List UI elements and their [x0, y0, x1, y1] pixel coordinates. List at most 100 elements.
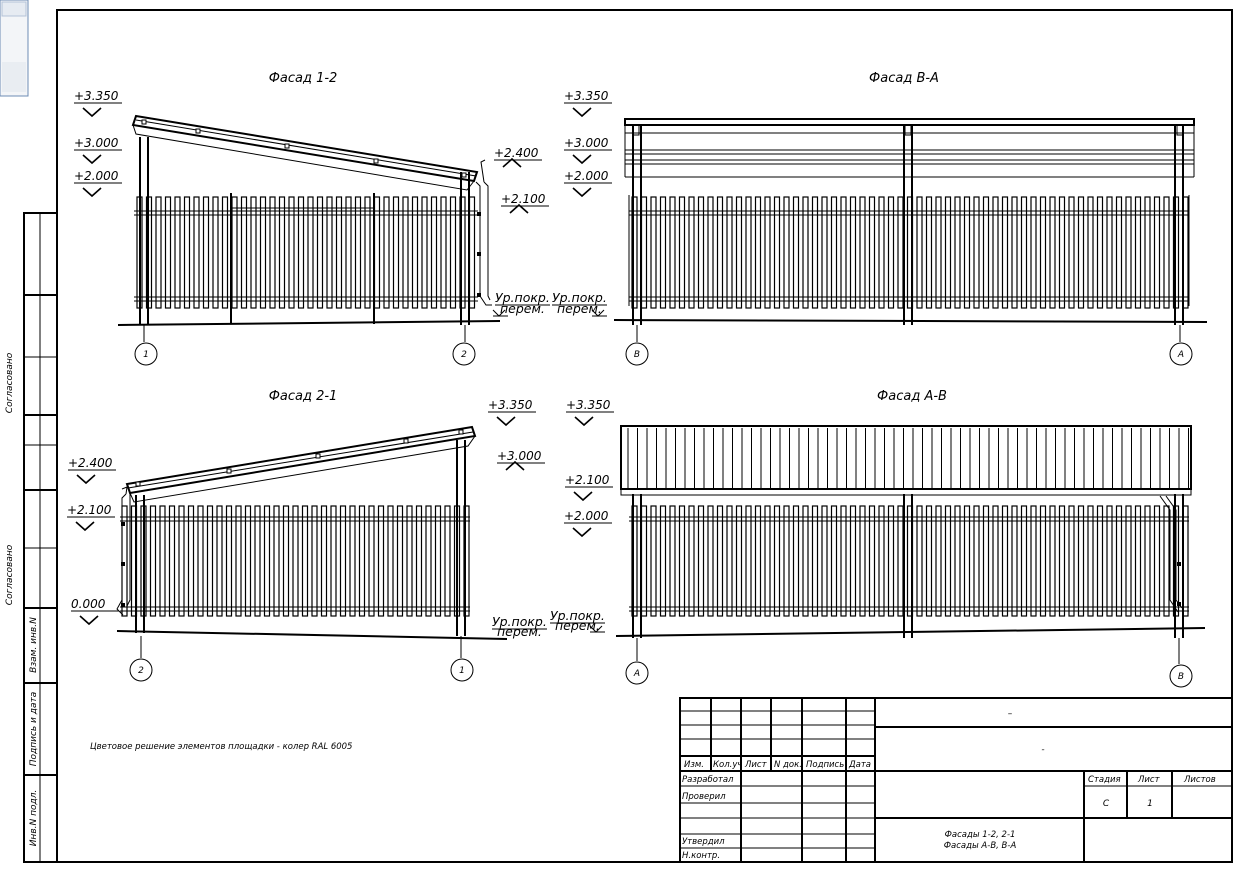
fence-picket	[830, 505, 838, 617]
view-title-a-v: Фасад А-В	[877, 389, 947, 404]
fence-picket	[311, 505, 318, 617]
tb-sheet-title-2: Фасады А-В, В-А	[944, 841, 1017, 851]
fence-picket	[183, 196, 191, 309]
fence-picket	[849, 505, 857, 617]
window-fragment	[0, 0, 29, 97]
fence-picket	[1001, 196, 1009, 309]
fence-picket	[1096, 196, 1104, 309]
fence-picket	[745, 196, 752, 309]
fence-picket	[1039, 505, 1047, 617]
level-label: +2.100	[501, 192, 546, 206]
roof-purlin	[284, 143, 290, 149]
tb-role-approved: Утвердил	[682, 837, 725, 847]
roof-purlin	[461, 172, 467, 178]
tb-header-n-dok: N док.	[774, 760, 802, 770]
fence-picket	[1077, 196, 1085, 309]
level-label: +3.350	[566, 398, 611, 412]
level-label: +2.100	[565, 473, 610, 487]
fence-picket	[387, 505, 394, 617]
fence-picket	[178, 505, 185, 617]
axis-label-2-bottom: 2	[138, 666, 144, 676]
ground-label-1-2-b: перем.	[500, 301, 545, 316]
fence-picket	[745, 505, 752, 617]
fence-picket	[1049, 196, 1056, 309]
tb-designation: –	[1008, 709, 1013, 719]
fence-picket	[973, 196, 980, 309]
fence-picket	[1144, 196, 1151, 309]
fence-picket	[444, 505, 451, 617]
fence-picket	[235, 505, 242, 617]
fence-picket	[1068, 196, 1075, 309]
level-arrow	[496, 416, 516, 427]
fence-picket	[697, 505, 705, 617]
fence-picket	[688, 196, 695, 309]
fence-picket	[726, 196, 733, 309]
fence-picket	[1125, 196, 1132, 309]
margin-label-inv-orig: Инв.N подл.	[29, 790, 39, 847]
margin-label-agreed-1: Согласовано	[5, 352, 15, 413]
fence-picket	[354, 196, 362, 309]
roof-purlin	[403, 438, 409, 444]
level-arrow	[572, 527, 592, 538]
fence-picket	[935, 505, 942, 617]
fence-pickets-a-v	[631, 505, 1189, 617]
roof-purlin	[226, 468, 232, 474]
fence-picket	[697, 196, 705, 309]
fence-picket	[1106, 196, 1113, 309]
facade-1-2	[117, 114, 501, 326]
tb-sheet-title-1: Фасады 1-2, 2-1	[945, 830, 1016, 840]
ground-label-2-1-a: Ур.покр.	[492, 614, 547, 629]
fence-picket	[868, 196, 876, 309]
fence-picket	[783, 505, 790, 617]
fence-picket	[392, 196, 400, 309]
fence-picket	[726, 505, 733, 617]
fence-picket	[735, 196, 743, 309]
tb-header-izm: Изм.	[684, 760, 704, 770]
fence-picket	[963, 505, 971, 617]
fence-picket	[1163, 505, 1170, 617]
fence-picket	[650, 196, 657, 309]
view-title-2-1: Фасад 2-1	[269, 389, 338, 404]
fence-picket	[868, 505, 876, 617]
margin-label-agreed-2: Согласовано	[5, 544, 15, 605]
tb-sheet-header: Лист	[1137, 775, 1161, 785]
fence-picket	[1087, 505, 1094, 617]
fence-picket	[640, 505, 648, 617]
fence-pickets-2-1	[121, 505, 470, 617]
fence-picket	[783, 196, 790, 309]
fence-picket	[288, 196, 295, 309]
roof-purlin	[315, 453, 321, 459]
tb-stage-header: Стадия	[1088, 775, 1121, 785]
level-arrow	[79, 615, 99, 626]
fence-picket	[840, 196, 847, 309]
fence-picket	[1144, 505, 1151, 617]
level-arrow	[574, 416, 594, 427]
fence-pickets-v-a	[631, 196, 1189, 309]
fence-picket	[273, 505, 280, 617]
fence-picket	[339, 505, 347, 617]
fence-picket	[659, 505, 667, 617]
fence-picket	[1153, 505, 1161, 617]
fence-picket	[973, 505, 980, 617]
fence-picket	[992, 505, 999, 617]
ground-label-1-2-a: Ур.покр.	[495, 290, 550, 305]
fence-picket	[434, 505, 442, 617]
tb-stage-value: С	[1103, 799, 1110, 809]
level-arrow	[572, 187, 592, 198]
fence-picket	[1087, 196, 1094, 309]
fence-picket	[754, 505, 762, 617]
level-arrow	[573, 491, 593, 502]
level-markers: +3.350+3.000+2.000+2.400+2.100+3.350+3.0…	[67, 89, 614, 626]
level-arrow	[75, 521, 95, 532]
axis-label-2-top: 2	[461, 350, 467, 360]
fence-picket	[174, 196, 181, 309]
fence-picket	[840, 505, 847, 617]
fence-picket	[254, 505, 261, 617]
level-arrow	[82, 187, 102, 198]
fence-picket	[202, 196, 210, 309]
fence-picket	[1011, 505, 1018, 617]
fence-picket	[963, 196, 971, 309]
level-label: +3.000	[497, 449, 542, 463]
level-label: +2.000	[564, 509, 609, 523]
